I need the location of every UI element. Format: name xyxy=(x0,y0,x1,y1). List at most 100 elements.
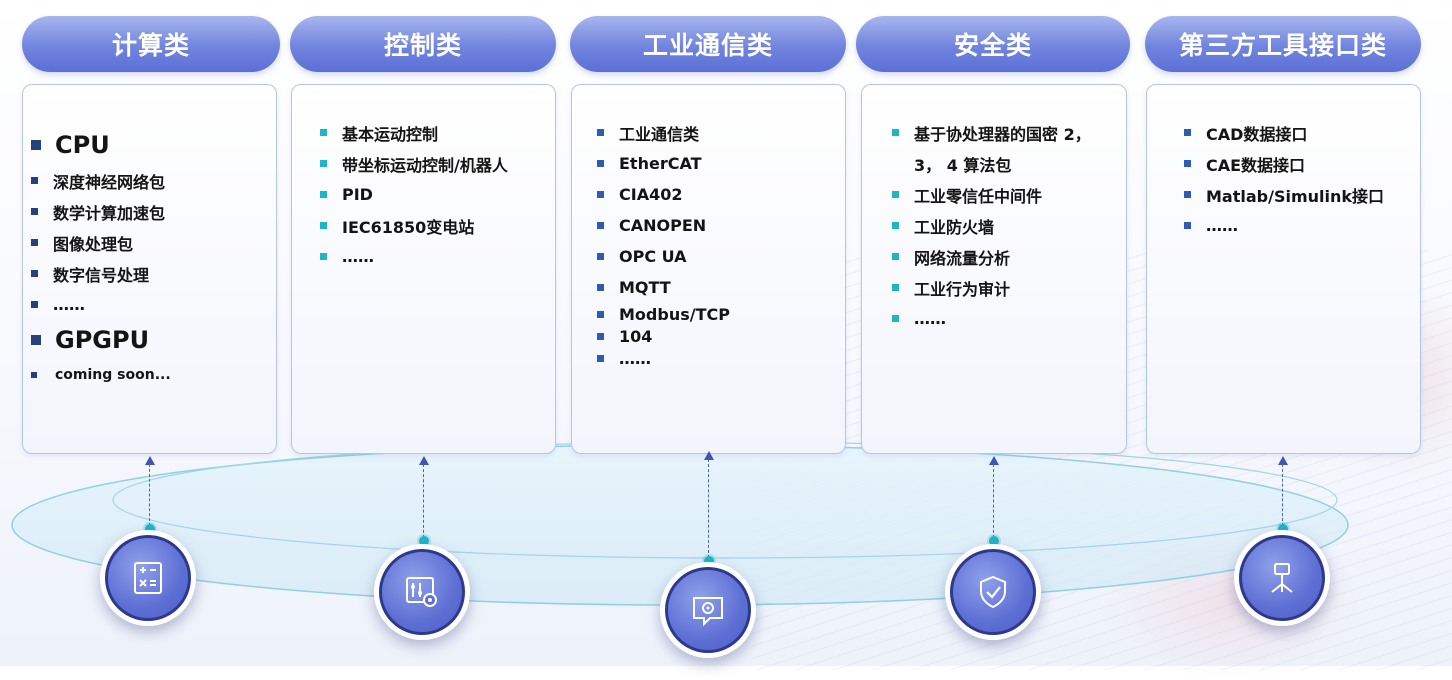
list-item: 工业行为审计 xyxy=(892,272,1091,303)
item-list: CAD数据接口 CAE数据接口 Matlab/Simulink接口 …… xyxy=(1184,117,1384,241)
connector-dot xyxy=(1278,524,1288,534)
connector-line xyxy=(993,464,994,538)
bullet-icon xyxy=(597,310,604,318)
calculator-icon xyxy=(134,562,162,594)
bullet-icon xyxy=(31,335,41,345)
list-item: …… xyxy=(1184,210,1384,241)
bullet-icon xyxy=(320,253,327,260)
connector-line xyxy=(1282,464,1283,526)
bullet-icon xyxy=(31,177,38,184)
list-item: EtherCAT xyxy=(597,148,730,179)
bullet-icon xyxy=(597,253,604,260)
category-card-compute: CPU 深度神经网络包 数学计算加速包 图像处理包 数字信号处理 …… GPGP… xyxy=(22,84,277,454)
bullet-icon xyxy=(597,222,604,229)
category-header: 第三方工具接口类 xyxy=(1145,16,1421,72)
control-panel-gear-icon xyxy=(406,577,437,607)
category-compute: 计算类 xyxy=(22,16,280,72)
communication-gear-icon xyxy=(693,597,723,627)
bullet-icon xyxy=(31,270,38,277)
bullet-icon xyxy=(597,191,604,198)
arrow-up-icon xyxy=(989,456,999,465)
arrow-up-icon xyxy=(419,456,429,465)
node-security xyxy=(945,544,1041,640)
category-header: 安全类 xyxy=(856,16,1130,72)
bullet-icon xyxy=(597,129,604,136)
arrow-up-icon xyxy=(1278,456,1288,465)
list-item: CIA402 xyxy=(597,179,730,210)
node-compute xyxy=(100,530,196,626)
bullet-icon xyxy=(597,160,604,167)
node-control xyxy=(374,544,470,640)
bullet-icon xyxy=(31,301,38,308)
connector-dot xyxy=(145,524,155,534)
bullet-icon xyxy=(31,140,41,150)
list-item: …… xyxy=(31,289,171,320)
category-card-control: 基本运动控制 带坐标运动控制/机器人 PID IEC61850变电站 …… xyxy=(291,84,556,454)
node-third-party xyxy=(1234,530,1330,626)
category-security: 安全类 xyxy=(856,16,1130,72)
list-item: 数学计算加速包 xyxy=(31,196,171,227)
connector-dot xyxy=(989,536,999,546)
item-list: 工业通信类 EtherCAT CIA402 CANOPEN OPC UA MQT… xyxy=(597,117,730,369)
list-item: …… xyxy=(320,241,508,272)
bullet-icon xyxy=(1184,191,1191,198)
list-item: 3， 4 算法包 xyxy=(914,155,1012,175)
list-item: 数字信号处理 xyxy=(31,258,171,289)
category-third-party: 第三方工具接口类 xyxy=(1145,16,1421,72)
bullet-icon xyxy=(31,372,37,378)
bullet-icon xyxy=(1184,222,1191,229)
list-item: CAD数据接口 xyxy=(1184,117,1384,148)
category-industrial-comm: 工业通信类 xyxy=(570,16,846,72)
list-item: 基于协处理器的国密 2， xyxy=(892,117,1091,148)
bullet-icon xyxy=(892,315,899,322)
list-item: 深度神经网络包 xyxy=(31,165,171,196)
list-item: MQTT xyxy=(597,272,730,303)
list-item: CAE数据接口 xyxy=(1184,148,1384,179)
category-header: 计算类 xyxy=(22,16,280,72)
category-header: 控制类 xyxy=(290,16,556,72)
list-item: 带坐标运动控制/机器人 xyxy=(320,148,508,179)
list-item: 104 xyxy=(597,325,730,347)
bullet-icon xyxy=(892,253,899,260)
bullet-icon xyxy=(892,222,899,229)
category-control: 控制类 xyxy=(290,16,556,72)
list-item: …… xyxy=(892,303,1091,334)
node-industrial-comm xyxy=(660,562,756,658)
connector-dot xyxy=(419,536,429,546)
bullet-icon xyxy=(892,191,899,198)
list-item: 工业通信类 xyxy=(597,117,730,148)
connector-line xyxy=(423,464,424,538)
list-item: …… xyxy=(597,347,730,369)
category-card-third-party: CAD数据接口 CAE数据接口 Matlab/Simulink接口 …… xyxy=(1146,84,1421,454)
list-item: CPU xyxy=(31,125,171,165)
item-list: CPU 深度神经网络包 数学计算加速包 图像处理包 数字信号处理 …… GPGP… xyxy=(31,125,171,390)
category-card-security: 基于协处理器的国密 2， 3， 4 算法包 工业零信任中间件 工业防火墙 网络流… xyxy=(861,84,1127,454)
list-item: PID xyxy=(320,179,508,210)
bullet-icon xyxy=(597,332,604,340)
bullet-icon xyxy=(1184,129,1191,136)
item-list: 基于协处理器的国密 2， 3， 4 算法包 工业零信任中间件 工业防火墙 网络流… xyxy=(892,117,1091,334)
bullet-icon xyxy=(320,222,327,229)
list-item: 图像处理包 xyxy=(31,227,171,258)
bullet-icon xyxy=(31,208,38,215)
shield-check-icon xyxy=(980,575,1006,609)
arrow-up-icon xyxy=(704,451,714,460)
list-item: Matlab/Simulink接口 xyxy=(1184,179,1384,210)
connector-dot xyxy=(704,556,714,566)
bullet-icon xyxy=(892,129,899,136)
bullet-icon xyxy=(320,191,327,198)
bullet-icon xyxy=(892,284,899,291)
list-item: CANOPEN xyxy=(597,210,730,241)
list-item: Modbus/TCP xyxy=(597,303,730,325)
item-list: 基本运动控制 带坐标运动控制/机器人 PID IEC61850变电站 …… xyxy=(320,117,508,272)
arrow-up-icon xyxy=(145,456,155,465)
bullet-icon xyxy=(320,160,327,167)
category-header: 工业通信类 xyxy=(570,16,846,72)
bullet-icon xyxy=(597,284,604,291)
connector-line xyxy=(708,459,709,558)
list-item: IEC61850变电站 xyxy=(320,210,508,241)
list-item: GPGPU xyxy=(31,320,171,360)
bullet-icon xyxy=(1184,160,1191,167)
list-item: OPC UA xyxy=(597,241,730,272)
connector-line xyxy=(149,464,150,526)
